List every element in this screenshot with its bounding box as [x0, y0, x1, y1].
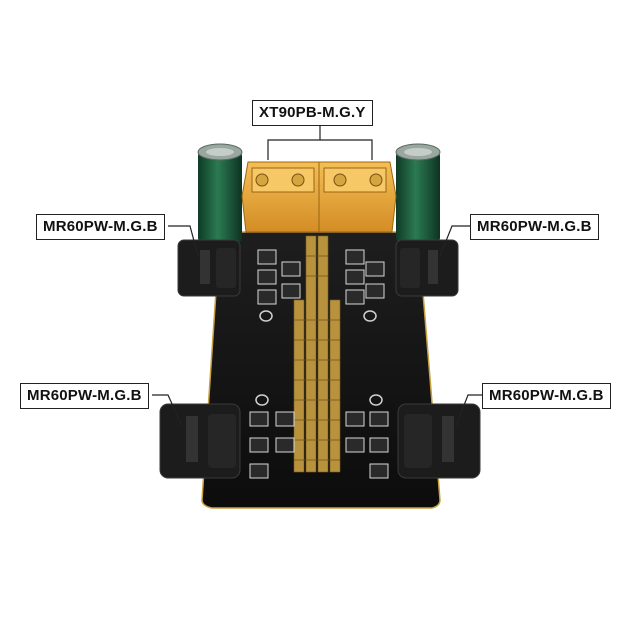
callout-leader-lines	[152, 124, 484, 427]
mr60-connector-left-lower	[159, 403, 241, 479]
mr60-label-right-lower: MR60PW-M.G.B	[482, 383, 611, 409]
mr60-connector-right-lower	[397, 403, 481, 479]
mr60-label-left-upper: MR60PW-M.G.B	[36, 214, 165, 240]
mr60-label-left-lower: MR60PW-M.G.B	[20, 383, 149, 409]
mr60-connector-left-upper	[177, 239, 241, 297]
xt90-connector	[241, 161, 397, 233]
copper-bar-segments	[294, 255, 340, 461]
capacitor-right	[395, 143, 441, 242]
mosfet-chips	[249, 249, 389, 479]
capacitor-left	[197, 143, 243, 242]
mr60-connector-right-upper	[395, 239, 459, 297]
mr60-label-right-upper: MR60PW-M.G.B	[470, 214, 599, 240]
xt90-label: XT90PB-M.G.Y	[252, 100, 373, 126]
copper-bus-bars	[293, 235, 341, 473]
